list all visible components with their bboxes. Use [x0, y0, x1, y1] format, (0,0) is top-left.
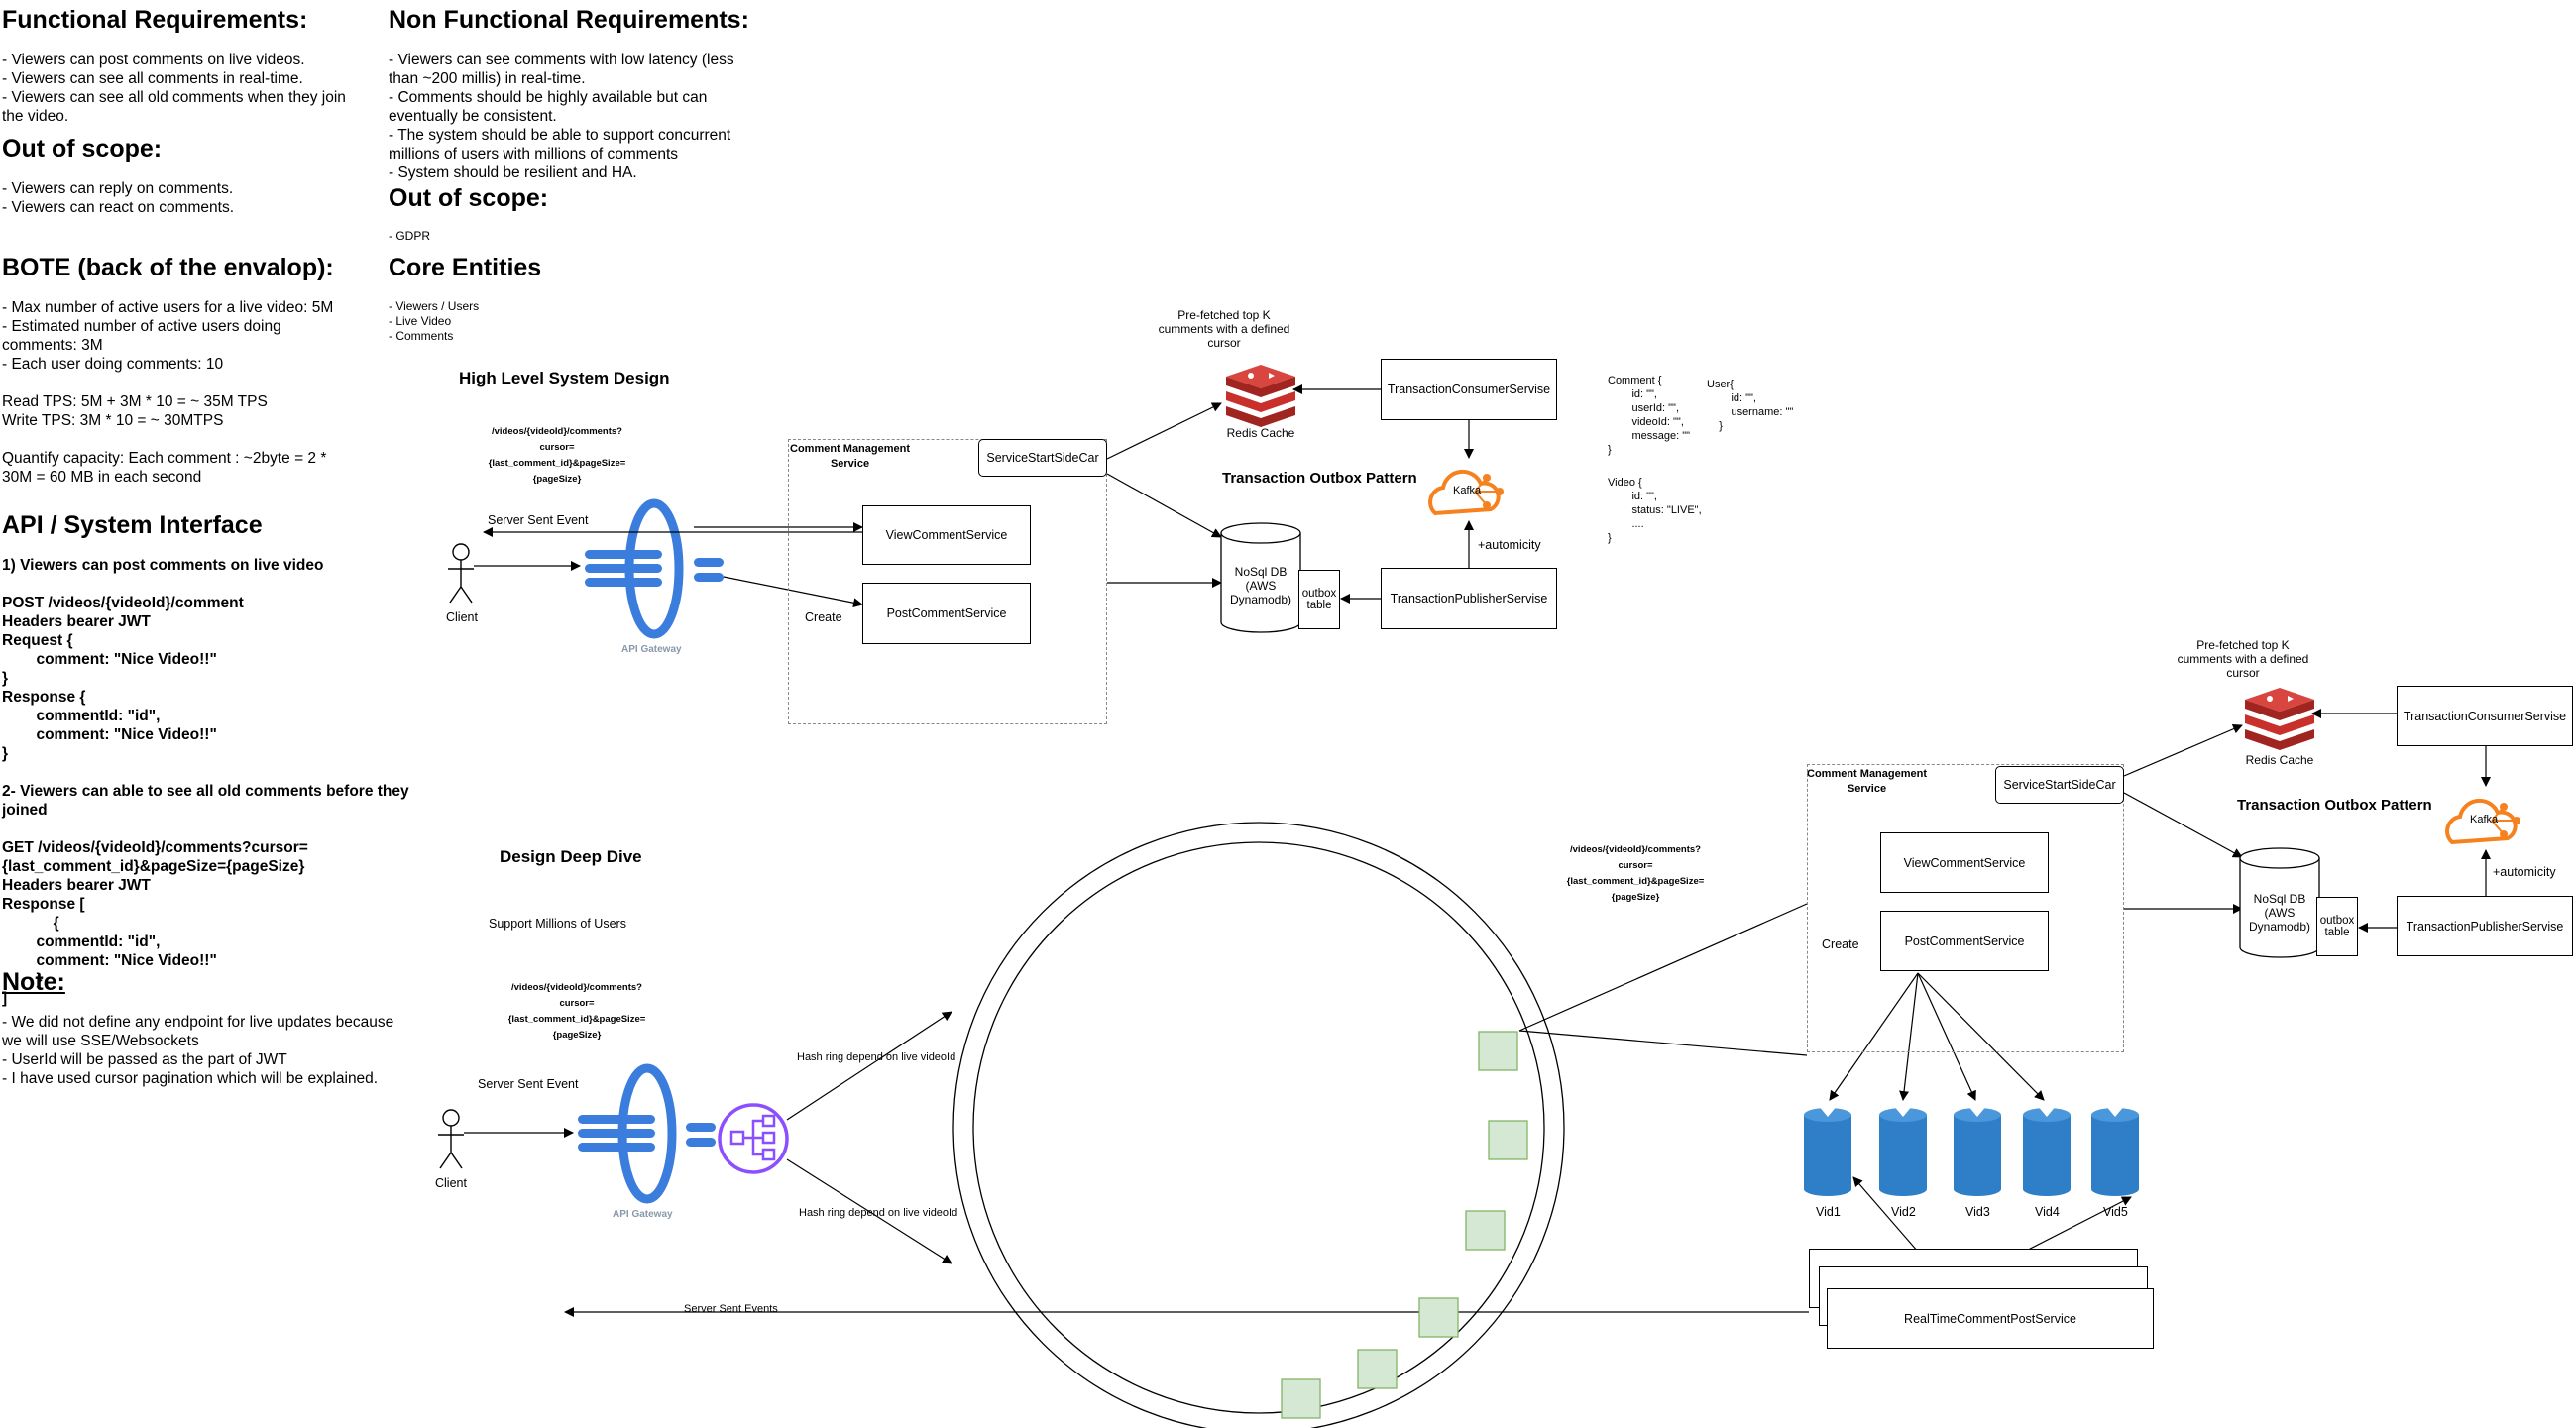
hld-post-comment-service[interactable]: PostCommentService	[862, 583, 1031, 644]
hld-redis-label: Redis Cache	[1211, 426, 1310, 440]
redis-icon-deep	[2245, 688, 2314, 750]
hld-sidecar-box[interactable]: ServiceStartSideCar	[978, 439, 1107, 477]
client-actor-hld	[448, 544, 474, 603]
hash-ring-label-1: Hash ring depend on live videoId	[797, 1051, 955, 1063]
redis-icon-hld	[1226, 365, 1295, 427]
deep-consumer-service[interactable]: TransactionConsumerServise	[2397, 686, 2573, 746]
deep-create-label: Create	[1822, 937, 1859, 951]
deep-cms-label: Comment Management Service	[1807, 767, 1927, 797]
realtime-comment-post-service[interactable]: RealTimeCommentPostService	[1827, 1288, 2154, 1349]
deep-publisher-service[interactable]: TransactionPublisherServise	[2397, 896, 2573, 956]
hld-kafka-label: Kafka	[1453, 485, 1481, 496]
deep-outbox-table: outbox table	[2316, 897, 2358, 956]
deep-sse-label: Server Sent Event	[478, 1077, 578, 1091]
hld-cms-label: Comment Management Service	[790, 442, 910, 472]
vid4-icon	[2023, 1105, 2071, 1196]
deep-view-comment-service[interactable]: ViewCommentService	[1880, 832, 2049, 893]
vid3-icon	[1954, 1105, 2001, 1196]
api-gateway-icon-hld	[585, 503, 724, 634]
deep-atomicity-label: +automicity	[2493, 865, 2556, 879]
deep-nosql-label: NoSql DB (AWS Dynamodb)	[2240, 892, 2319, 934]
vid2-label: Vid2	[1891, 1205, 1916, 1219]
deep-support-label: Support Millions of Users	[489, 917, 626, 931]
deep-sidecar-box[interactable]: ServiceStartSideCar	[1995, 766, 2124, 804]
hld-gateway-label: API Gateway	[621, 644, 682, 655]
vid3-label: Vid3	[1965, 1205, 1990, 1219]
hld-get-url: /videos/{videoId}/comments? cursor= {las…	[478, 424, 636, 488]
hld-sse-label: Server Sent Event	[488, 513, 588, 527]
deep-get-url-right: /videos/{videoId}/comments? cursor= {las…	[1556, 842, 1715, 906]
deep-post-comment-service[interactable]: PostCommentService	[1880, 911, 2049, 971]
hld-view-comment-service[interactable]: ViewCommentService	[862, 505, 1031, 565]
deep-kafka-label: Kafka	[2470, 814, 2498, 825]
api-gateway-icon-deep	[578, 1068, 716, 1199]
vid2-icon	[1879, 1105, 1927, 1196]
deep-outbox-title: Transaction Outbox Pattern	[2237, 797, 2432, 814]
deep-prefetch-label: Pre-fetched top K cumments with a define…	[2164, 638, 2322, 680]
sse-events-label: Server Sent Events	[684, 1303, 778, 1315]
hld-prefetch-label: Pre-fetched top K cumments with a define…	[1145, 308, 1303, 350]
hld-cms-container	[788, 439, 1107, 724]
client-actor-deep	[438, 1110, 464, 1168]
hash-ring-label-2: Hash ring depend on live videoId	[799, 1207, 957, 1219]
hld-publisher-service[interactable]: TransactionPublisherServise	[1381, 568, 1557, 629]
deep-gateway-label: API Gateway	[613, 1209, 673, 1220]
vid-shards	[1804, 1105, 2139, 1196]
deep-client-label: Client	[435, 1176, 467, 1190]
vid4-label: Vid4	[2035, 1205, 2060, 1219]
deep-title: Design Deep Dive	[500, 847, 642, 867]
vid5-icon	[2091, 1105, 2139, 1196]
hld-atomicity-label: +automicity	[1478, 538, 1541, 552]
hld-outbox-title: Transaction Outbox Pattern	[1222, 470, 1417, 487]
hld-consumer-service[interactable]: TransactionConsumerServise	[1381, 359, 1557, 420]
vid1-icon	[1804, 1105, 1851, 1196]
load-balancer-icon	[720, 1105, 787, 1172]
hash-ring	[953, 823, 1564, 1428]
hld-title: High Level System Design	[459, 369, 670, 388]
ring-nodes	[1282, 1032, 1527, 1418]
hld-create-label: Create	[805, 610, 842, 624]
hld-client-label: Client	[446, 610, 478, 624]
vid1-label: Vid1	[1816, 1205, 1841, 1219]
deep-cms-container	[1807, 764, 2124, 1052]
vid5-label: Vid5	[2103, 1205, 2128, 1219]
deep-redis-label: Redis Cache	[2230, 753, 2329, 767]
hld-nosql-label: NoSql DB (AWS Dynamodb)	[1221, 565, 1300, 606]
deep-get-url: /videos/{videoId}/comments? cursor= {las…	[498, 980, 656, 1044]
hld-outbox-table: outbox table	[1298, 570, 1340, 629]
